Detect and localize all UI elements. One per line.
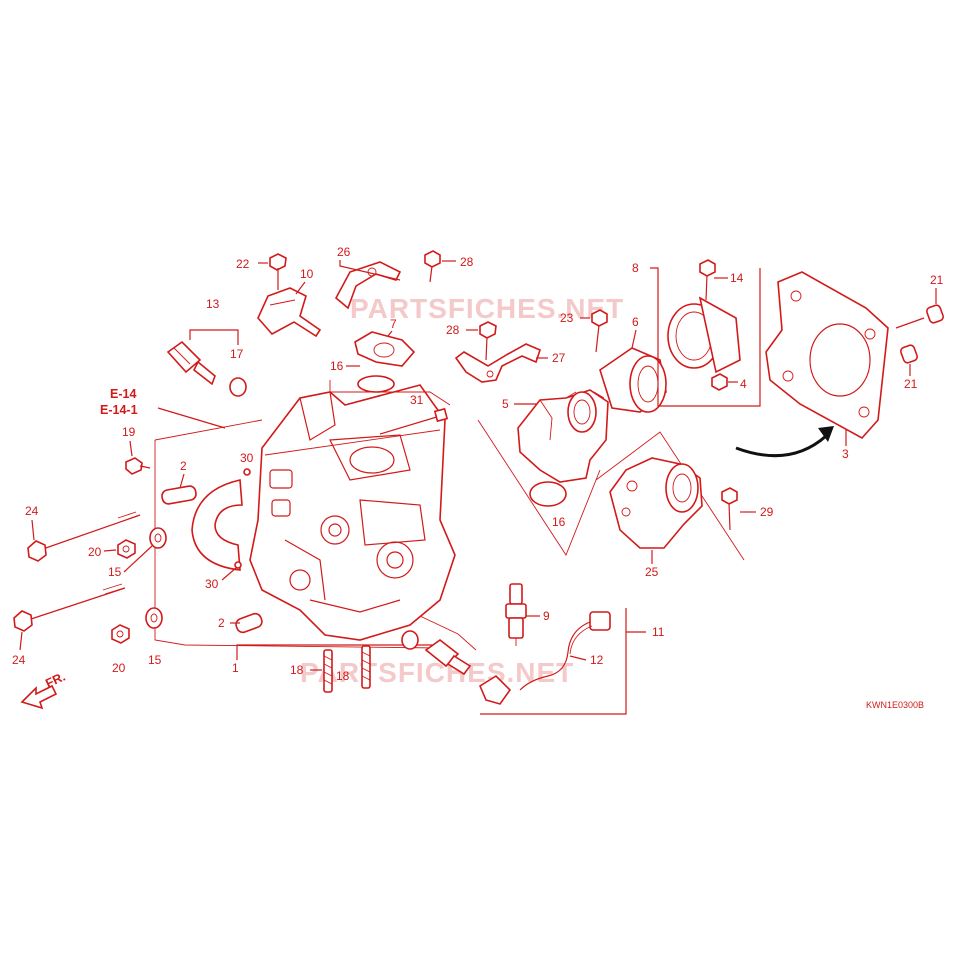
label-21-lower: 21 [904,377,918,391]
o-ring-17[interactable] [229,377,247,397]
watermark-bottom: PARTSFICHES.NET [300,657,574,688]
stud-18-left[interactable] [323,649,333,693]
intake-insulator-25[interactable] [609,457,703,549]
label-31: 31 [410,393,424,407]
temperature-sensor[interactable] [401,630,472,676]
connecting-tube-6[interactable] [599,347,667,413]
label-27: 27 [552,351,566,365]
bolt-28-mid[interactable] [479,321,497,361]
nut-20-lower[interactable] [111,624,130,644]
label-15-lower: 15 [148,653,162,667]
ref-e14-1: E-14-1 [100,403,138,417]
dowel-pin-upper[interactable] [161,485,197,505]
label-28-top: 28 [460,255,474,269]
label-29: 29 [760,505,774,519]
bolt-24-lower[interactable] [13,583,126,632]
label-30-upper: 30 [240,451,254,465]
label-20-upper: 20 [88,545,102,559]
ref-e14: E-14 [110,387,136,401]
label-22: 22 [236,257,250,271]
clamp-band-8[interactable] [667,296,741,374]
collar-21-upper[interactable] [926,304,945,324]
spark-plug-9[interactable] [505,583,527,646]
gasket-3[interactable] [765,271,889,440]
bolt-28-top[interactable] [424,250,441,283]
label-28-mid: 28 [446,323,460,337]
o-ring-16-right[interactable] [529,481,567,507]
label-18-right: 18 [336,669,350,683]
cylinder-head-part[interactable] [249,384,456,641]
bolt-29[interactable] [721,487,738,531]
label-24-lower: 24 [12,653,26,667]
bolt-14[interactable] [699,259,716,301]
bolt-19[interactable] [125,457,151,475]
label-20-lower: 20 [112,661,126,675]
label-14: 14 [730,271,744,285]
sensor-13[interactable] [166,340,216,386]
front-label: FR. [43,670,67,691]
label-3: 3 [842,447,849,461]
stud-18-right[interactable] [361,645,371,689]
bolt-22[interactable] [269,253,287,290]
label-2-upper: 2 [180,459,187,473]
sensor-wire-12[interactable] [519,611,611,691]
front-direction-arrow [20,684,58,710]
label-19: 19 [122,425,136,439]
label-6: 6 [632,315,639,329]
label-11: 11 [652,625,665,639]
label-1: 1 [232,661,239,675]
head-side-cover-part[interactable] [191,479,243,571]
label-21-upper: 21 [930,273,944,287]
insulator-gasket-7[interactable] [354,331,416,367]
intake-pipe-5[interactable] [517,389,609,483]
bracket-10[interactable] [257,287,322,338]
nut-20-upper[interactable] [117,539,136,559]
label-30-lower: 30 [205,577,219,591]
annotation-arrow [735,426,834,458]
label-23: 23 [560,311,574,325]
label-2-lower: 2 [218,616,225,630]
plug-cap[interactable] [478,674,512,705]
label-16-right: 16 [552,515,566,529]
label-26: 26 [337,245,351,259]
label-17: 17 [230,347,244,361]
label-18-left: 18 [290,663,304,677]
label-10: 10 [300,267,314,281]
label-13: 13 [206,297,220,311]
collar-21-lower[interactable] [900,344,919,364]
stud-bolt-31[interactable] [379,407,449,435]
o-ring-16-left[interactable] [357,375,395,393]
diagram-code: KWN1E0300B [866,700,924,710]
watermark-top: PARTSFICHES.NET [350,293,624,324]
label-24-upper: 24 [25,504,39,518]
label-7: 7 [390,317,397,331]
washer-15-upper[interactable] [149,527,167,549]
label-8: 8 [632,261,639,275]
pin-30-lower[interactable] [234,561,242,569]
clamp-bracket-27[interactable] [454,343,541,383]
pin-30-upper[interactable] [243,468,251,476]
label-25: 25 [645,565,659,579]
nut-4[interactable] [711,373,728,391]
bolt-24-upper[interactable] [27,511,141,562]
label-5: 5 [502,397,509,411]
washer-15-lower[interactable] [145,607,163,629]
label-9: 9 [543,609,550,623]
bolt-23[interactable] [591,309,608,353]
label-15-upper: 15 [108,565,122,579]
label-12: 12 [590,653,604,667]
dowel-pin-lower[interactable] [234,612,263,634]
label-4: 4 [740,377,747,391]
label-16-left: 16 [330,359,344,373]
